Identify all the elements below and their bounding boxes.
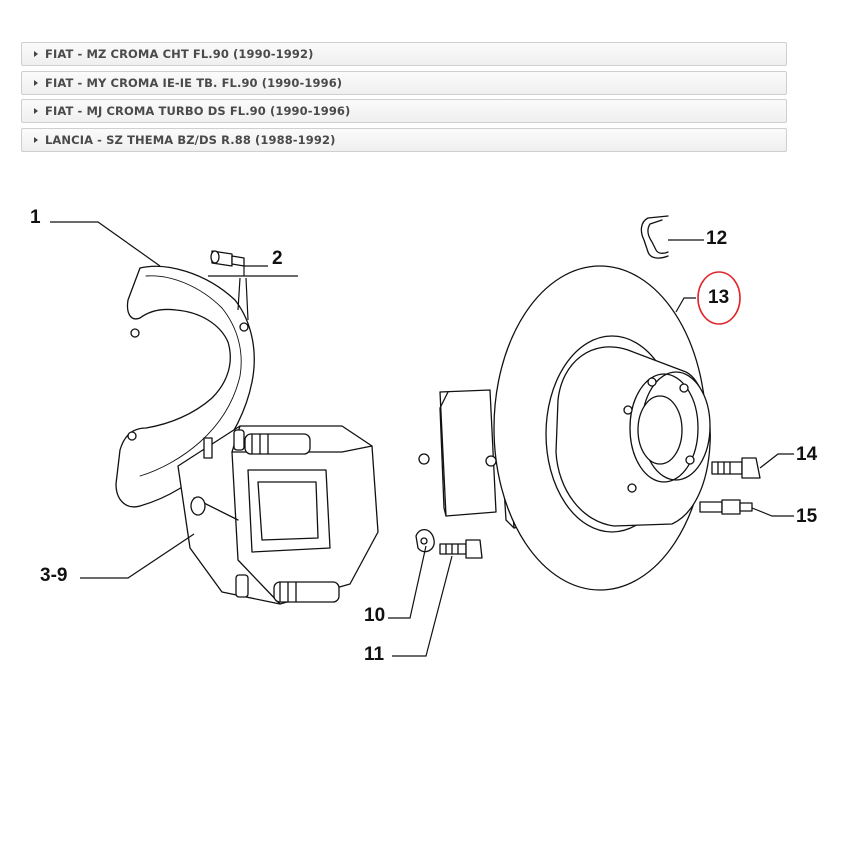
brake-caliper-part[interactable] bbox=[177, 425, 379, 605]
leader-line-1 bbox=[50, 221, 161, 267]
accordion-item-fiat-mz-croma[interactable]: FIAT - MZ CROMA CHT FL.90 (1990-1992) bbox=[21, 42, 787, 66]
chevron-right-icon bbox=[34, 80, 38, 86]
chevron-right-icon bbox=[34, 51, 38, 57]
accordion-item-label: FIAT - MZ CROMA CHT FL.90 (1990-1992) bbox=[45, 47, 314, 61]
brake-disc-part[interactable] bbox=[493, 265, 711, 591]
accordion-item-label: LANCIA - SZ THEMA BZ/DS R.88 (1988-1992) bbox=[45, 133, 336, 147]
spring-clip-part[interactable] bbox=[640, 215, 669, 259]
leader-line-11 bbox=[392, 555, 453, 657]
callout-13[interactable]: 13 bbox=[708, 287, 729, 308]
accordion-item-fiat-my-croma[interactable]: FIAT - MY CROMA IE-IE TB. FL.90 (1990-19… bbox=[21, 71, 787, 95]
callout-15[interactable]: 15 bbox=[796, 506, 818, 527]
callout-1[interactable]: 1 bbox=[30, 207, 41, 228]
stud-part[interactable] bbox=[699, 499, 753, 515]
callout-2[interactable]: 2 bbox=[272, 248, 283, 269]
leader-line-15 bbox=[751, 507, 794, 517]
callout-14[interactable]: 14 bbox=[796, 444, 818, 465]
leader-line-13 bbox=[675, 297, 696, 313]
guide-bolt-part[interactable] bbox=[439, 539, 483, 559]
leader-line-14 bbox=[759, 453, 794, 469]
accordion-item-label: FIAT - MY CROMA IE-IE TB. FL.90 (1990-19… bbox=[45, 76, 343, 90]
bleed-screw-part[interactable] bbox=[210, 250, 245, 267]
accordion-item-fiat-mj-croma[interactable]: FIAT - MJ CROMA TURBO DS FL.90 (1990-199… bbox=[21, 99, 787, 123]
accordion-item-lancia-thema[interactable]: LANCIA - SZ THEMA BZ/DS R.88 (1988-1992) bbox=[21, 128, 787, 152]
chevron-right-icon bbox=[34, 137, 38, 143]
leader-line-3-9 bbox=[80, 533, 195, 579]
leader-line-10 bbox=[388, 545, 427, 619]
clip-part[interactable] bbox=[415, 529, 435, 553]
callout-3-9[interactable]: 3-9 bbox=[40, 565, 67, 586]
callout-11[interactable]: 11 bbox=[364, 644, 385, 665]
leader-line-2 bbox=[208, 265, 298, 321]
accordion-item-label: FIAT - MJ CROMA TURBO DS FL.90 (1990-199… bbox=[45, 104, 351, 118]
highlight-circle bbox=[697, 271, 741, 325]
wheel-bolt-part[interactable] bbox=[711, 457, 761, 479]
chevron-right-icon bbox=[34, 108, 38, 114]
callout-10[interactable]: 10 bbox=[364, 605, 385, 626]
callout-12[interactable]: 12 bbox=[706, 228, 727, 249]
